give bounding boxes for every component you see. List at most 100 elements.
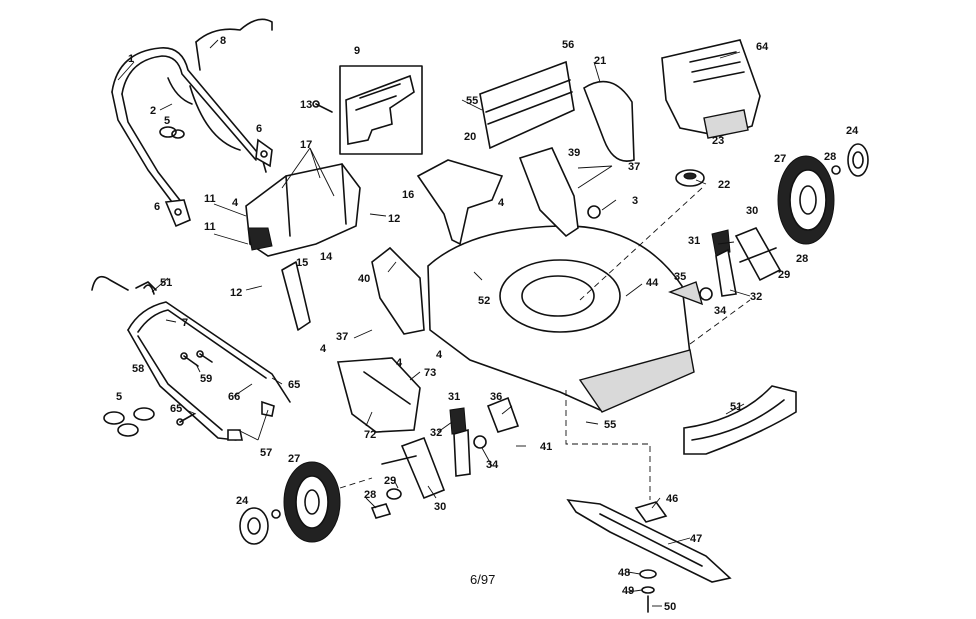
callout-4: 4 xyxy=(232,197,239,209)
baffle xyxy=(518,147,601,238)
callout-27: 27 xyxy=(288,453,300,465)
callout-28: 28 xyxy=(824,151,836,163)
callout-65: 65 xyxy=(170,403,182,415)
callout-4: 4 xyxy=(498,197,505,209)
callout-28: 28 xyxy=(364,489,376,501)
callout-13: 13 xyxy=(300,99,312,111)
callout-1: 1 xyxy=(128,53,134,65)
callout-28: 28 xyxy=(796,253,808,265)
callout-24: 24 xyxy=(236,495,249,507)
callout-65: 65 xyxy=(288,379,300,391)
callout-51: 51 xyxy=(160,277,172,289)
callout-58: 58 xyxy=(132,363,144,375)
callout-5: 5 xyxy=(116,391,122,403)
callout-23: 23 xyxy=(712,135,724,147)
callout-27: 27 xyxy=(774,153,786,165)
callout-73: 73 xyxy=(424,367,436,379)
bolt-13 xyxy=(312,100,333,113)
callout-51: 51 xyxy=(730,401,742,413)
spring-35 xyxy=(668,281,713,306)
callout-11: 11 xyxy=(204,221,216,233)
side-bracket-40 xyxy=(371,246,425,335)
hubcap-right xyxy=(831,143,869,177)
callout-32: 32 xyxy=(750,291,762,303)
cover-plate xyxy=(479,60,575,150)
height-adjuster-left xyxy=(370,396,520,519)
callout-5: 5 xyxy=(164,115,170,127)
callout-12: 12 xyxy=(230,287,242,299)
callout-37: 37 xyxy=(628,161,640,173)
callout-50: 50 xyxy=(664,601,676,613)
callout-29: 29 xyxy=(778,269,790,281)
callout-17: 17 xyxy=(300,139,312,151)
callout-12: 12 xyxy=(388,213,400,225)
chute-21 xyxy=(583,80,635,162)
callout-11: 11 xyxy=(204,193,216,205)
callout-59: 59 xyxy=(200,373,212,385)
callout-9: 9 xyxy=(354,45,360,57)
callout-72: 72 xyxy=(364,429,376,441)
hubcap-left xyxy=(239,507,281,545)
callout-15: 15 xyxy=(296,257,308,269)
callout-55: 55 xyxy=(604,419,616,431)
callout-6: 6 xyxy=(256,123,262,135)
upper-handle xyxy=(111,47,267,211)
callout-47: 47 xyxy=(690,533,702,545)
callout-16: 16 xyxy=(402,189,414,201)
deflector-box xyxy=(339,65,423,155)
callout-21: 21 xyxy=(594,55,606,67)
callout-52: 52 xyxy=(478,295,490,307)
cable-clip xyxy=(159,126,185,139)
clip-set xyxy=(103,407,155,437)
cable-tie xyxy=(91,275,157,291)
date-code: 6/97 xyxy=(470,572,495,587)
callout-55: 55 xyxy=(466,95,478,107)
callout-64: 64 xyxy=(756,41,769,53)
blade-adapter xyxy=(634,501,668,523)
handle-knob xyxy=(164,138,273,228)
mower-deck xyxy=(427,225,695,413)
height-adjuster-right xyxy=(711,226,782,297)
callout-4: 4 xyxy=(436,349,443,361)
callout-36: 36 xyxy=(490,391,502,403)
callout-labels: 1 2 3 4 4 4 4 4 5 5 6 6 7 8 9 11 11 12 1… xyxy=(116,35,859,613)
callout-31: 31 xyxy=(448,391,460,403)
callout-35: 35 xyxy=(674,271,686,283)
callout-31: 31 xyxy=(688,235,700,247)
callout-48: 48 xyxy=(618,567,630,579)
callout-7: 7 xyxy=(182,317,188,329)
callout-29: 29 xyxy=(384,475,396,487)
callout-leaders xyxy=(117,39,751,607)
callout-49: 49 xyxy=(622,585,634,597)
lower-handle xyxy=(127,284,291,441)
callout-24: 24 xyxy=(846,125,859,137)
front-deflector xyxy=(336,357,421,433)
alignment-lines xyxy=(339,187,751,500)
handle-bolts xyxy=(176,350,275,441)
engine xyxy=(661,39,761,187)
callout-4: 4 xyxy=(396,357,403,369)
deck-skirt xyxy=(683,385,797,455)
callout-8: 8 xyxy=(220,35,226,47)
rear-chute xyxy=(416,159,504,246)
callout-46: 46 xyxy=(666,493,678,505)
callout-2: 2 xyxy=(150,105,156,117)
callout-20: 20 xyxy=(464,131,476,143)
callout-39: 39 xyxy=(568,147,580,159)
callout-3: 3 xyxy=(632,195,638,207)
callout-40: 40 xyxy=(358,273,370,285)
blade xyxy=(566,498,732,583)
callout-14: 14 xyxy=(320,251,333,263)
callout-34: 34 xyxy=(486,459,499,471)
callout-34: 34 xyxy=(714,305,727,317)
callout-22: 22 xyxy=(718,179,730,191)
callout-57: 57 xyxy=(260,447,272,459)
blade-hardware xyxy=(639,569,657,613)
callout-32: 32 xyxy=(430,427,442,439)
wheel-left xyxy=(283,461,341,543)
callout-66: 66 xyxy=(228,391,240,403)
rear-deflector xyxy=(245,163,361,331)
callout-30: 30 xyxy=(434,501,446,513)
callout-44: 44 xyxy=(646,277,659,289)
